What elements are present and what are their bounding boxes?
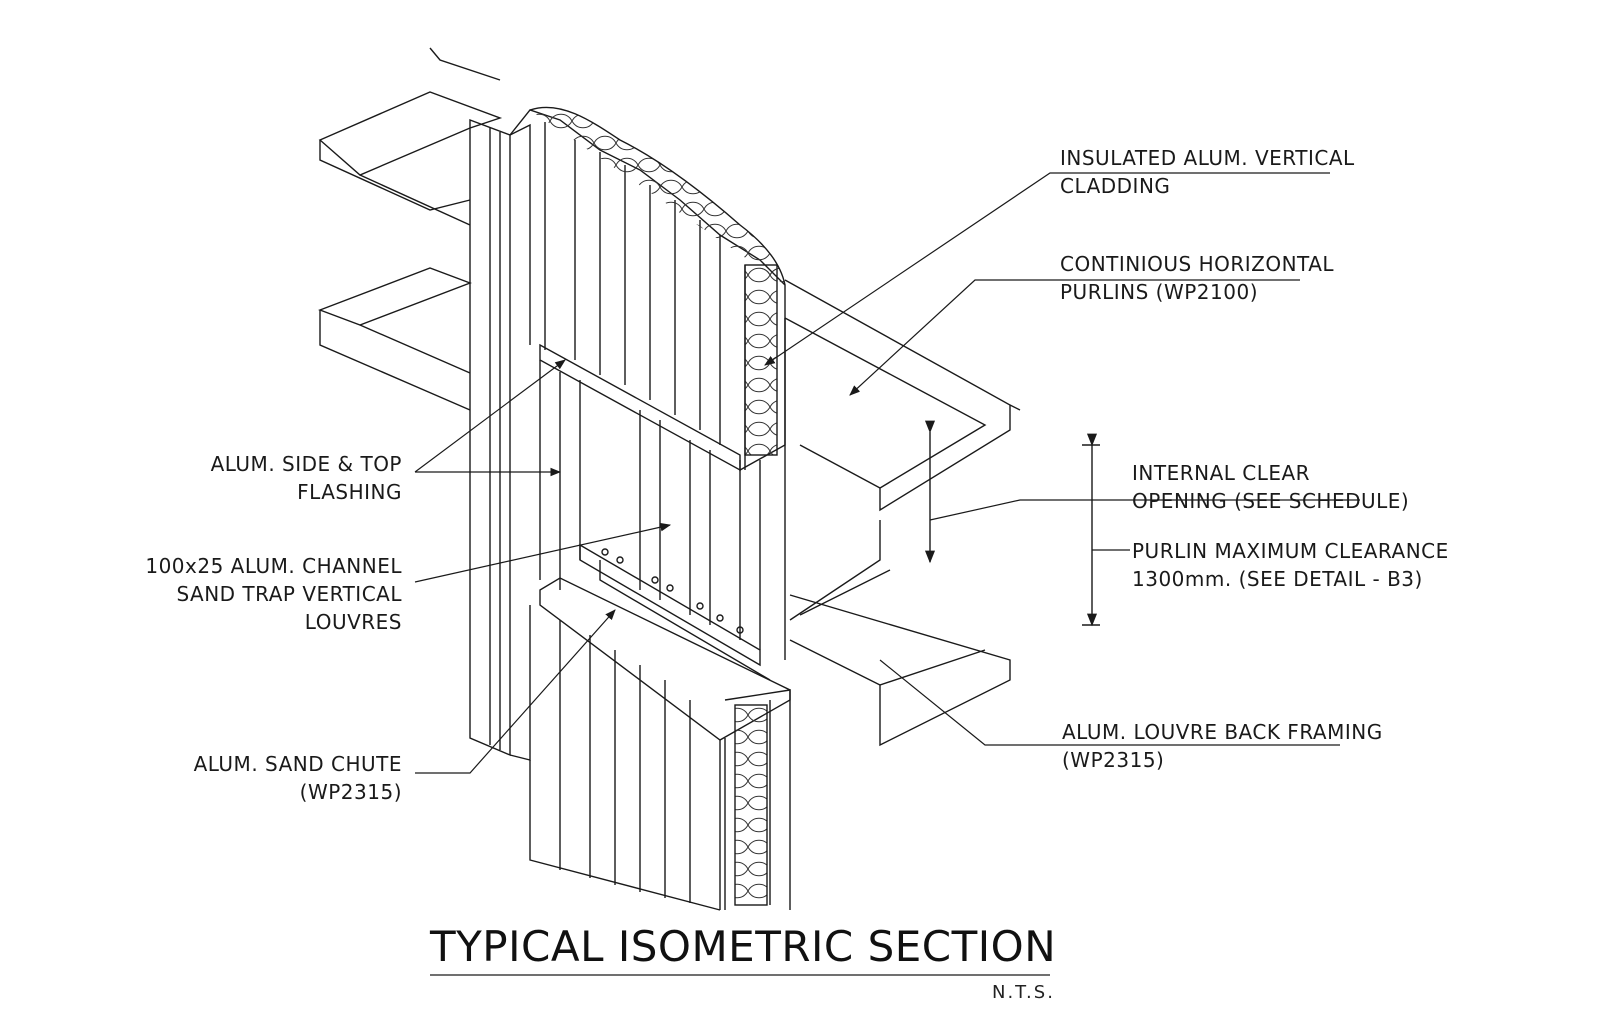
drawing-scale: N.T.S. bbox=[992, 982, 1055, 1003]
dimension-lines bbox=[924, 420, 1100, 627]
callout-text: CLADDING bbox=[1060, 174, 1171, 198]
callout-text: PURLINS (WP2100) bbox=[1060, 280, 1258, 304]
callout-text: ALUM. LOUVRE BACK FRAMING bbox=[1062, 720, 1383, 744]
callout-insulated-cladding: INSULATED ALUM. VERTICAL CLADDING bbox=[1060, 144, 1355, 200]
louvre-opening bbox=[539, 360, 786, 660]
callout-sand-chute: ALUM. SAND CHUTE (WP2315) bbox=[170, 750, 402, 806]
callout-text: 1300mm. (SEE DETAIL - B3) bbox=[1132, 567, 1423, 591]
callout-text: 100x25 ALUM. CHANNEL bbox=[145, 554, 402, 578]
leader-lines bbox=[414, 172, 1360, 774]
callout-text: OPENING (SEE SCHEDULE) bbox=[1132, 489, 1410, 513]
upper-cladding-panel bbox=[509, 106, 786, 472]
callout-text: CONTINIOUS HORIZONTAL bbox=[1060, 252, 1335, 276]
callout-text: FLASHING bbox=[297, 480, 402, 504]
lower-purlin-right bbox=[789, 520, 1011, 747]
callout-text: PURLIN MAXIMUM CLEARANCE bbox=[1132, 539, 1449, 563]
callout-side-top-flashing: ALUM. SIDE & TOP FLASHING bbox=[180, 450, 402, 506]
callout-text: SAND TRAP VERTICAL bbox=[176, 582, 402, 606]
lower-cladding-panel bbox=[509, 605, 791, 911]
callout-horizontal-purlins: CONTINIOUS HORIZONTAL PURLINS (WP2100) bbox=[1060, 250, 1334, 306]
callout-text: (WP2315) bbox=[1062, 748, 1165, 772]
callout-purlin-clearance: PURLIN MAXIMUM CLEARANCE 1300mm. (SEE DE… bbox=[1132, 537, 1449, 593]
callout-internal-clear-opening: INTERNAL CLEAR OPENING (SEE SCHEDULE) bbox=[1132, 459, 1409, 515]
callout-text: LOUVRES bbox=[304, 610, 402, 634]
cladding-outer-face bbox=[469, 118, 531, 757]
callout-sand-trap-channel: 100x25 ALUM. CHANNEL SAND TRAP VERTICAL … bbox=[130, 552, 402, 636]
callout-text: INSULATED ALUM. VERTICAL bbox=[1060, 146, 1355, 170]
callout-text: ALUM. SIDE & TOP bbox=[210, 452, 402, 476]
upper-purlin-right bbox=[784, 279, 1021, 512]
sand-trap-channels bbox=[579, 543, 771, 681]
drawing-title: TYPICAL ISOMETRIC SECTION bbox=[430, 922, 1057, 971]
callout-text: (WP2315) bbox=[299, 780, 402, 804]
callout-louvre-back-framing: ALUM. LOUVRE BACK FRAMING (WP2315) bbox=[1062, 718, 1383, 774]
lower-purlin-left bbox=[318, 267, 472, 411]
callout-text: INTERNAL CLEAR bbox=[1132, 461, 1311, 485]
upper-purlin-left bbox=[318, 47, 503, 226]
callout-text: ALUM. SAND CHUTE bbox=[193, 752, 402, 776]
